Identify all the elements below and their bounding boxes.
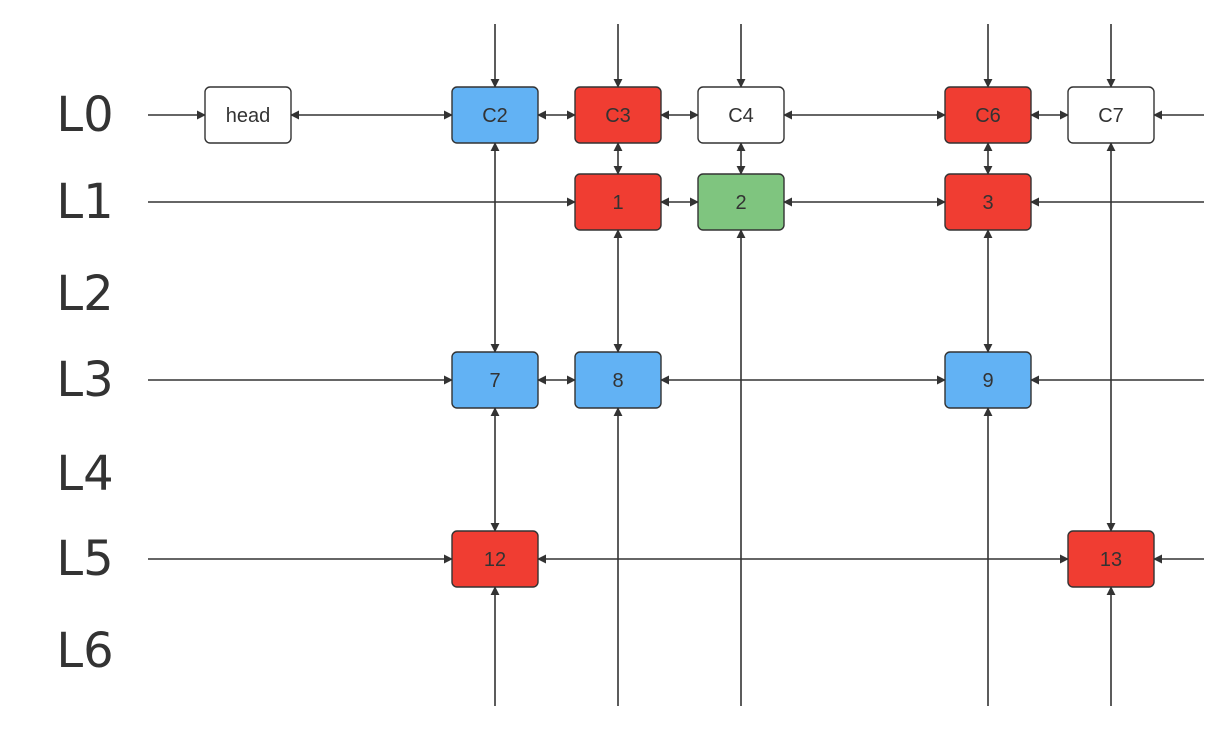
level-label-l2: L2	[56, 266, 113, 322]
node-label-head: head	[226, 105, 271, 127]
node-n8: 8	[574, 351, 662, 409]
node-box-n3	[944, 173, 1032, 231]
node-label-n8: 8	[612, 370, 623, 392]
node-box-n2	[697, 173, 785, 231]
node-label-n9: 9	[982, 370, 993, 392]
node-c4: C4	[697, 86, 785, 144]
node-box-c2	[451, 86, 539, 144]
node-label-c2: C2	[482, 105, 508, 127]
node-box-head	[204, 86, 292, 144]
node-label-n12: 12	[484, 549, 506, 571]
node-label-n2: 2	[735, 192, 746, 214]
node-c6: C6	[944, 86, 1032, 144]
node-label-n13: 13	[1100, 549, 1122, 571]
node-head: head	[204, 86, 292, 144]
node-label-c4: C4	[728, 105, 754, 127]
node-box-c3	[574, 86, 662, 144]
level-label-l6: L6	[56, 623, 113, 679]
node-c7: C7	[1067, 86, 1155, 144]
level-label-l4: L4	[56, 446, 113, 502]
node-box-c7	[1067, 86, 1155, 144]
node-c2: C2	[451, 86, 539, 144]
node-box-c4	[697, 86, 785, 144]
node-box-n8	[574, 351, 662, 409]
node-box-n12	[451, 530, 539, 588]
level-label-l5: L5	[56, 531, 113, 587]
node-label-c7: C7	[1098, 105, 1124, 127]
node-label-n1: 1	[612, 192, 623, 214]
node-n12: 12	[451, 530, 539, 588]
level-label-l3: L3	[56, 352, 113, 408]
node-box-n7	[451, 351, 539, 409]
node-n2: 2	[697, 173, 785, 231]
node-n13: 13	[1067, 530, 1155, 588]
node-c3: C3	[574, 86, 662, 144]
node-label-n7: 7	[489, 370, 500, 392]
node-box-n9	[944, 351, 1032, 409]
node-n1: 1	[574, 173, 662, 231]
node-label-c6: C6	[975, 105, 1001, 127]
node-label-c3: C3	[605, 105, 631, 127]
level-label-l1: L1	[56, 174, 113, 230]
node-label-n3: 3	[982, 192, 993, 214]
node-box-n13	[1067, 530, 1155, 588]
node-box-n1	[574, 173, 662, 231]
node-box-c6	[944, 86, 1032, 144]
connections	[148, 24, 1204, 706]
level-label-l0: L0	[56, 87, 113, 143]
node-n7: 7	[451, 351, 539, 409]
node-n3: 3	[944, 173, 1032, 231]
node-n9: 9	[944, 351, 1032, 409]
